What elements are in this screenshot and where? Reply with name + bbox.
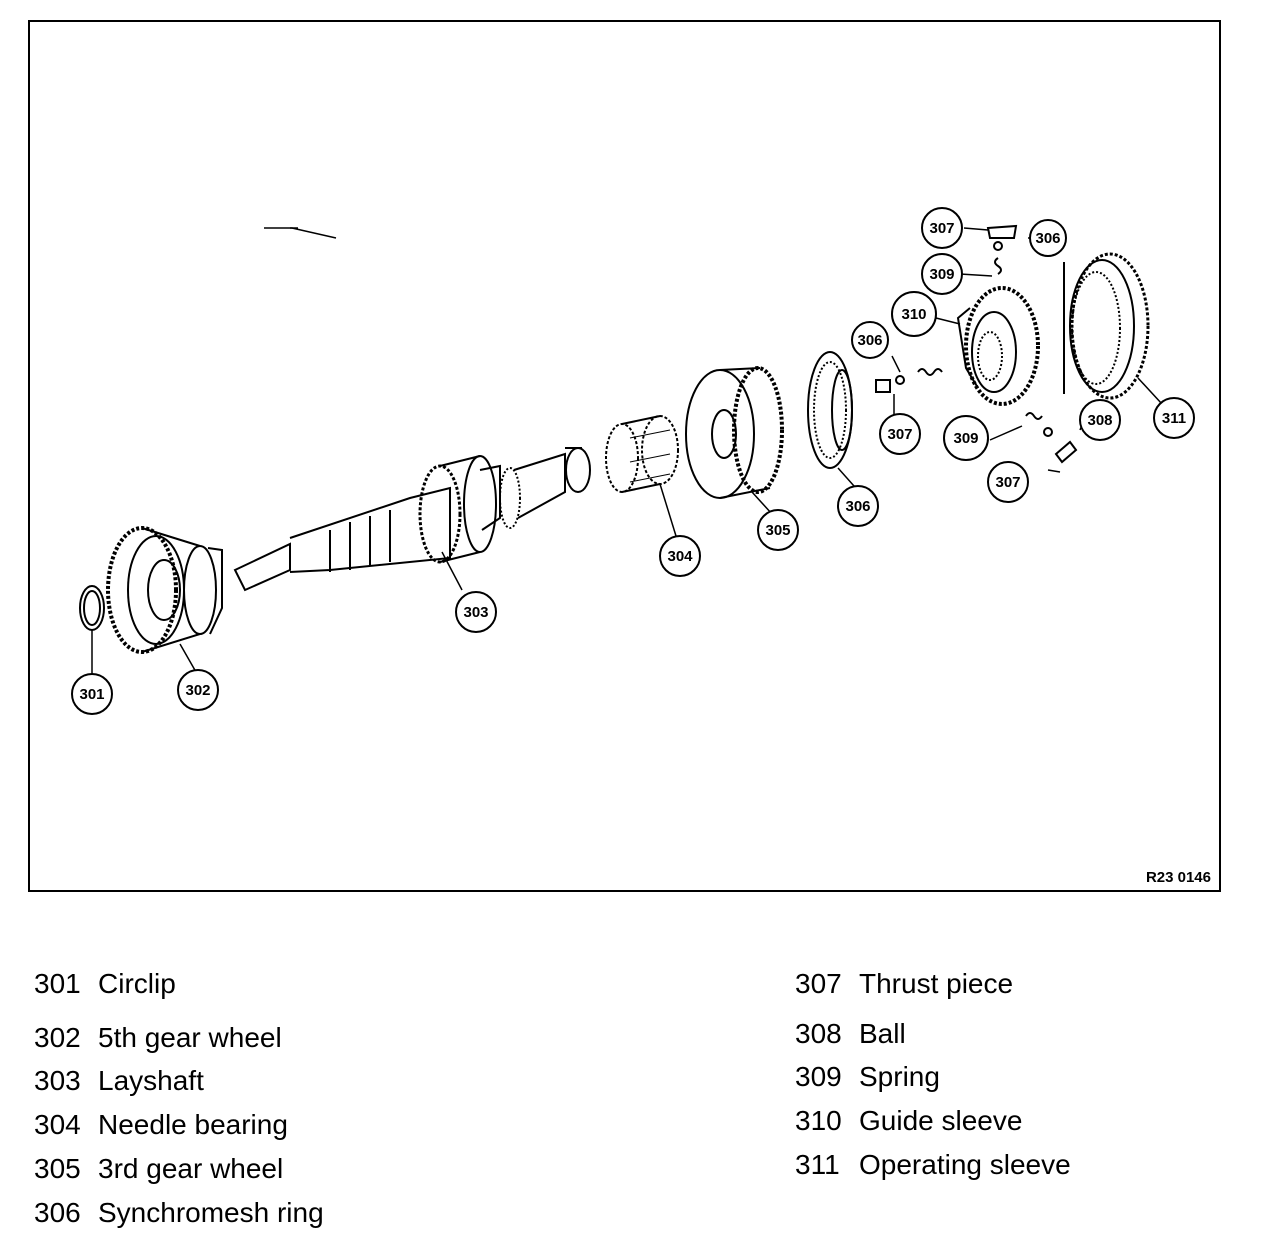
callout-307: 307 <box>987 461 1029 503</box>
callout-306: 306 <box>837 485 879 527</box>
legend-label: Guide sleeve <box>859 1105 1023 1136</box>
legend-label: Synchromesh ring <box>98 1197 324 1228</box>
legend-item: 307 Thrust piece <box>795 968 1013 1000</box>
callout-label: 301 <box>79 686 104 703</box>
callout-label: 306 <box>1035 230 1060 247</box>
callout-label: 306 <box>857 332 882 349</box>
callout-label: 306 <box>845 498 870 515</box>
callout-label: 307 <box>995 474 1020 491</box>
callout-302: 302 <box>177 669 219 711</box>
guide-sleeve-part <box>956 286 1040 406</box>
diagram-frame: 301 302 303 304 305 306 <box>28 20 1221 892</box>
legend-label: Thrust piece <box>859 968 1014 999</box>
fifth-gear-part <box>106 526 223 654</box>
legend-item: 304 Needle bearing <box>34 1109 288 1141</box>
legend-item: 308 Ball <box>795 1018 906 1050</box>
callout-label: 304 <box>667 548 693 565</box>
exploded-parts-drawing: 301 302 303 304 305 306 <box>71 207 1195 715</box>
callout-307: 307 <box>879 413 921 455</box>
legend-item: 305 3rd gear wheel <box>34 1153 283 1185</box>
leader-lines <box>91 227 1163 674</box>
legend-item: 301 Circlip <box>34 968 176 1000</box>
callout-309: 309 <box>921 253 963 295</box>
callout-label: 302 <box>185 682 210 699</box>
legend-item: 306 Synchromesh ring <box>34 1197 324 1229</box>
legend-number: 303 <box>34 1065 81 1096</box>
callout-306: 306 <box>851 321 889 359</box>
callout-label: 308 <box>1087 412 1112 429</box>
thrust-pieces-and-springs <box>875 224 1078 464</box>
callout-307: 307 <box>921 207 963 249</box>
layshaft-part <box>233 447 591 592</box>
legend-item: 302 5th gear wheel <box>34 1022 282 1054</box>
legend-number: 309 <box>795 1061 842 1092</box>
legend-number: 301 <box>34 968 81 999</box>
callout-label: 309 <box>953 430 978 447</box>
callout-label: 307 <box>929 220 954 237</box>
legend-item: 311 Operating sleeve <box>795 1149 1071 1181</box>
legend-label: Needle bearing <box>98 1109 288 1140</box>
callout-label: 307 <box>887 426 912 443</box>
legend-label: Layshaft <box>98 1065 204 1096</box>
legend-label: Spring <box>859 1061 940 1092</box>
legend-number: 306 <box>34 1197 81 1228</box>
callout-304: 304 <box>659 535 701 577</box>
callout-label: 305 <box>765 522 790 539</box>
legend-number: 305 <box>34 1153 81 1184</box>
circlip-part <box>79 585 105 631</box>
legend-number: 311 <box>795 1149 840 1180</box>
callout-label: 309 <box>929 266 954 283</box>
legend-label: Circlip <box>98 968 176 999</box>
legend-item: 310 Guide sleeve <box>795 1105 1022 1137</box>
callout-label: 311 <box>1162 410 1186 427</box>
needle-bearing-part <box>605 415 679 493</box>
callout-306: 306 <box>1029 219 1067 257</box>
callout-label: 310 <box>901 306 926 323</box>
legend-number: 307 <box>795 968 842 999</box>
callout-309: 309 <box>943 415 989 461</box>
legend-number: 302 <box>34 1022 81 1053</box>
figure-reference: R23 0146 <box>1145 869 1211 886</box>
legend-label: 3rd gear wheel <box>98 1153 284 1184</box>
operating-sleeve-part <box>1063 252 1150 400</box>
callout-308: 308 <box>1079 399 1121 441</box>
legend-label: Operating sleeve <box>859 1149 1071 1180</box>
legend-number: 304 <box>34 1109 81 1140</box>
legend-label: Ball <box>859 1018 906 1049</box>
callout-label: 303 <box>463 604 488 621</box>
legend-label: 5th gear wheel <box>98 1022 282 1053</box>
synchromesh-ring-part <box>807 351 853 469</box>
legend-number: 308 <box>795 1018 842 1049</box>
callout-305: 305 <box>757 509 799 551</box>
callout-301: 301 <box>71 673 113 715</box>
legend-item: 309 Spring <box>795 1061 940 1093</box>
third-gear-part <box>685 366 784 499</box>
legend-number: 310 <box>795 1105 842 1136</box>
callout-310: 310 <box>891 291 937 337</box>
legend-item: 303 Layshaft <box>34 1065 204 1097</box>
callout-303: 303 <box>455 591 497 633</box>
callout-311: 311 <box>1153 397 1195 439</box>
